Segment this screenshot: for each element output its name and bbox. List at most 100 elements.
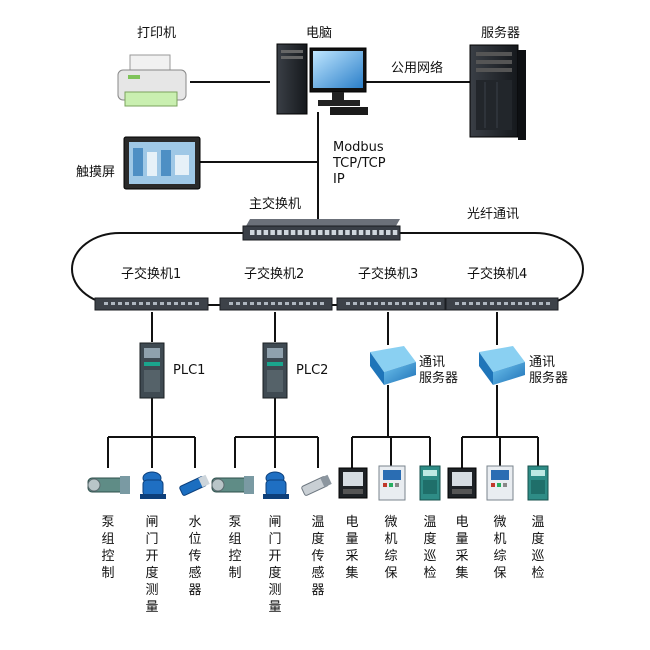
switch-port [360,302,364,305]
switch-port [346,302,350,305]
power-meter-icon [338,467,368,499]
switch-port [174,302,178,305]
server-icon [469,44,526,140]
pump-icon [211,476,254,494]
switch-port [311,230,316,235]
switch-port [423,302,427,305]
switch-port [284,230,289,235]
switch-port [264,302,268,305]
switch-port [367,302,371,305]
protection-relay-icon [486,465,514,501]
device-label-pump-control-2: 泵组控制 [228,515,242,581]
switch-port [409,302,413,305]
sub-switch-3-label: 子交换机3 [358,267,419,282]
switch-port [277,230,282,235]
switch-port [188,302,192,305]
device-label-temp-sensor: 温度传感器 [311,515,325,598]
device-label-relay-1: 微机综保 [384,515,398,581]
switch-port [306,302,310,305]
switch-port [263,230,269,235]
switch-port [331,230,337,235]
device-label-pump-control-1: 泵组控制 [101,515,115,581]
sub-switch-1-label: 子交换机1 [121,267,182,282]
switch-port [338,230,343,235]
device-label-gate-measure-1: 闸门开度测量 [145,515,159,615]
switch-port [546,302,550,305]
switch-port [437,302,441,305]
switch-port [395,302,399,305]
switch-port [353,302,357,305]
temperature-patrol-icon [419,465,441,501]
server-label: 服务器 [481,26,521,41]
switch-port [278,302,282,305]
switch-port [146,302,150,305]
gate-actuator-icon [263,471,289,499]
switch-port [497,302,501,305]
switch-port [381,302,385,305]
switch-port [285,302,289,305]
switch-port [250,230,255,235]
switch-port [392,230,398,235]
switch-port [243,302,247,305]
switch-port [256,230,262,235]
pump-icon [87,476,130,494]
sub-switch-2-icon [219,297,333,311]
touchscreen-icon [123,136,201,190]
device-label-relay-2: 微机综保 [493,515,507,581]
switch-port [104,302,108,305]
comm-server-2-icon [479,346,525,385]
switch-port [402,302,406,305]
power-meter-icon [447,467,477,499]
switch-port [518,302,522,305]
switch-port [504,302,508,305]
switch-port [271,302,275,305]
printer-icon [117,54,187,107]
switch-port [386,230,391,235]
plc2-label: PLC2 [296,363,329,378]
switch-port [313,302,317,305]
plc2-icon [262,342,288,399]
printer-label: 打印机 [137,26,177,41]
switch-port [345,230,350,235]
switch-port [125,302,129,305]
switch-port [304,230,309,235]
switch-port [476,302,480,305]
switch-port [469,302,473,305]
switch-port [525,302,529,305]
plc1-icon [139,342,165,399]
device-label-gate-measure-2: 闸门开度测量 [268,515,282,615]
switch-port [462,302,466,305]
switch-port [118,302,122,305]
sub-switch-4-label: 子交换机4 [467,267,528,282]
switch-port [250,302,254,305]
switch-port [270,230,275,235]
switch-port [352,230,357,235]
switch-port [153,302,157,305]
gate-actuator-icon [140,471,166,499]
protocol-label: Modbus TCP/TCP IP [333,140,386,187]
switch-port [318,230,323,235]
switch-port [490,302,494,305]
temperature-sensor-icon [301,474,332,496]
comm-server-1-icon [370,346,416,385]
switch-port [483,302,487,305]
switch-port [430,302,434,305]
switch-port [455,302,459,305]
switch-port [297,230,303,235]
switch-port [111,302,115,305]
switch-port [372,230,377,235]
switch-port [139,302,143,305]
protection-relay-icon [378,465,406,501]
device-label-temp-patrol-2: 温度巡检 [531,515,545,581]
comm-server-1-label: 通讯 服务器 [419,355,459,386]
sub-switch-2-label: 子交换机2 [244,267,305,282]
level-sensor-icon [179,474,210,496]
pc-icon [276,43,368,115]
switch-port [229,302,233,305]
switch-port [324,230,330,235]
switch-port [374,302,378,305]
switch-port [290,230,296,235]
switch-port [320,302,324,305]
main-switch-icon [242,219,401,241]
switch-port [379,230,384,235]
